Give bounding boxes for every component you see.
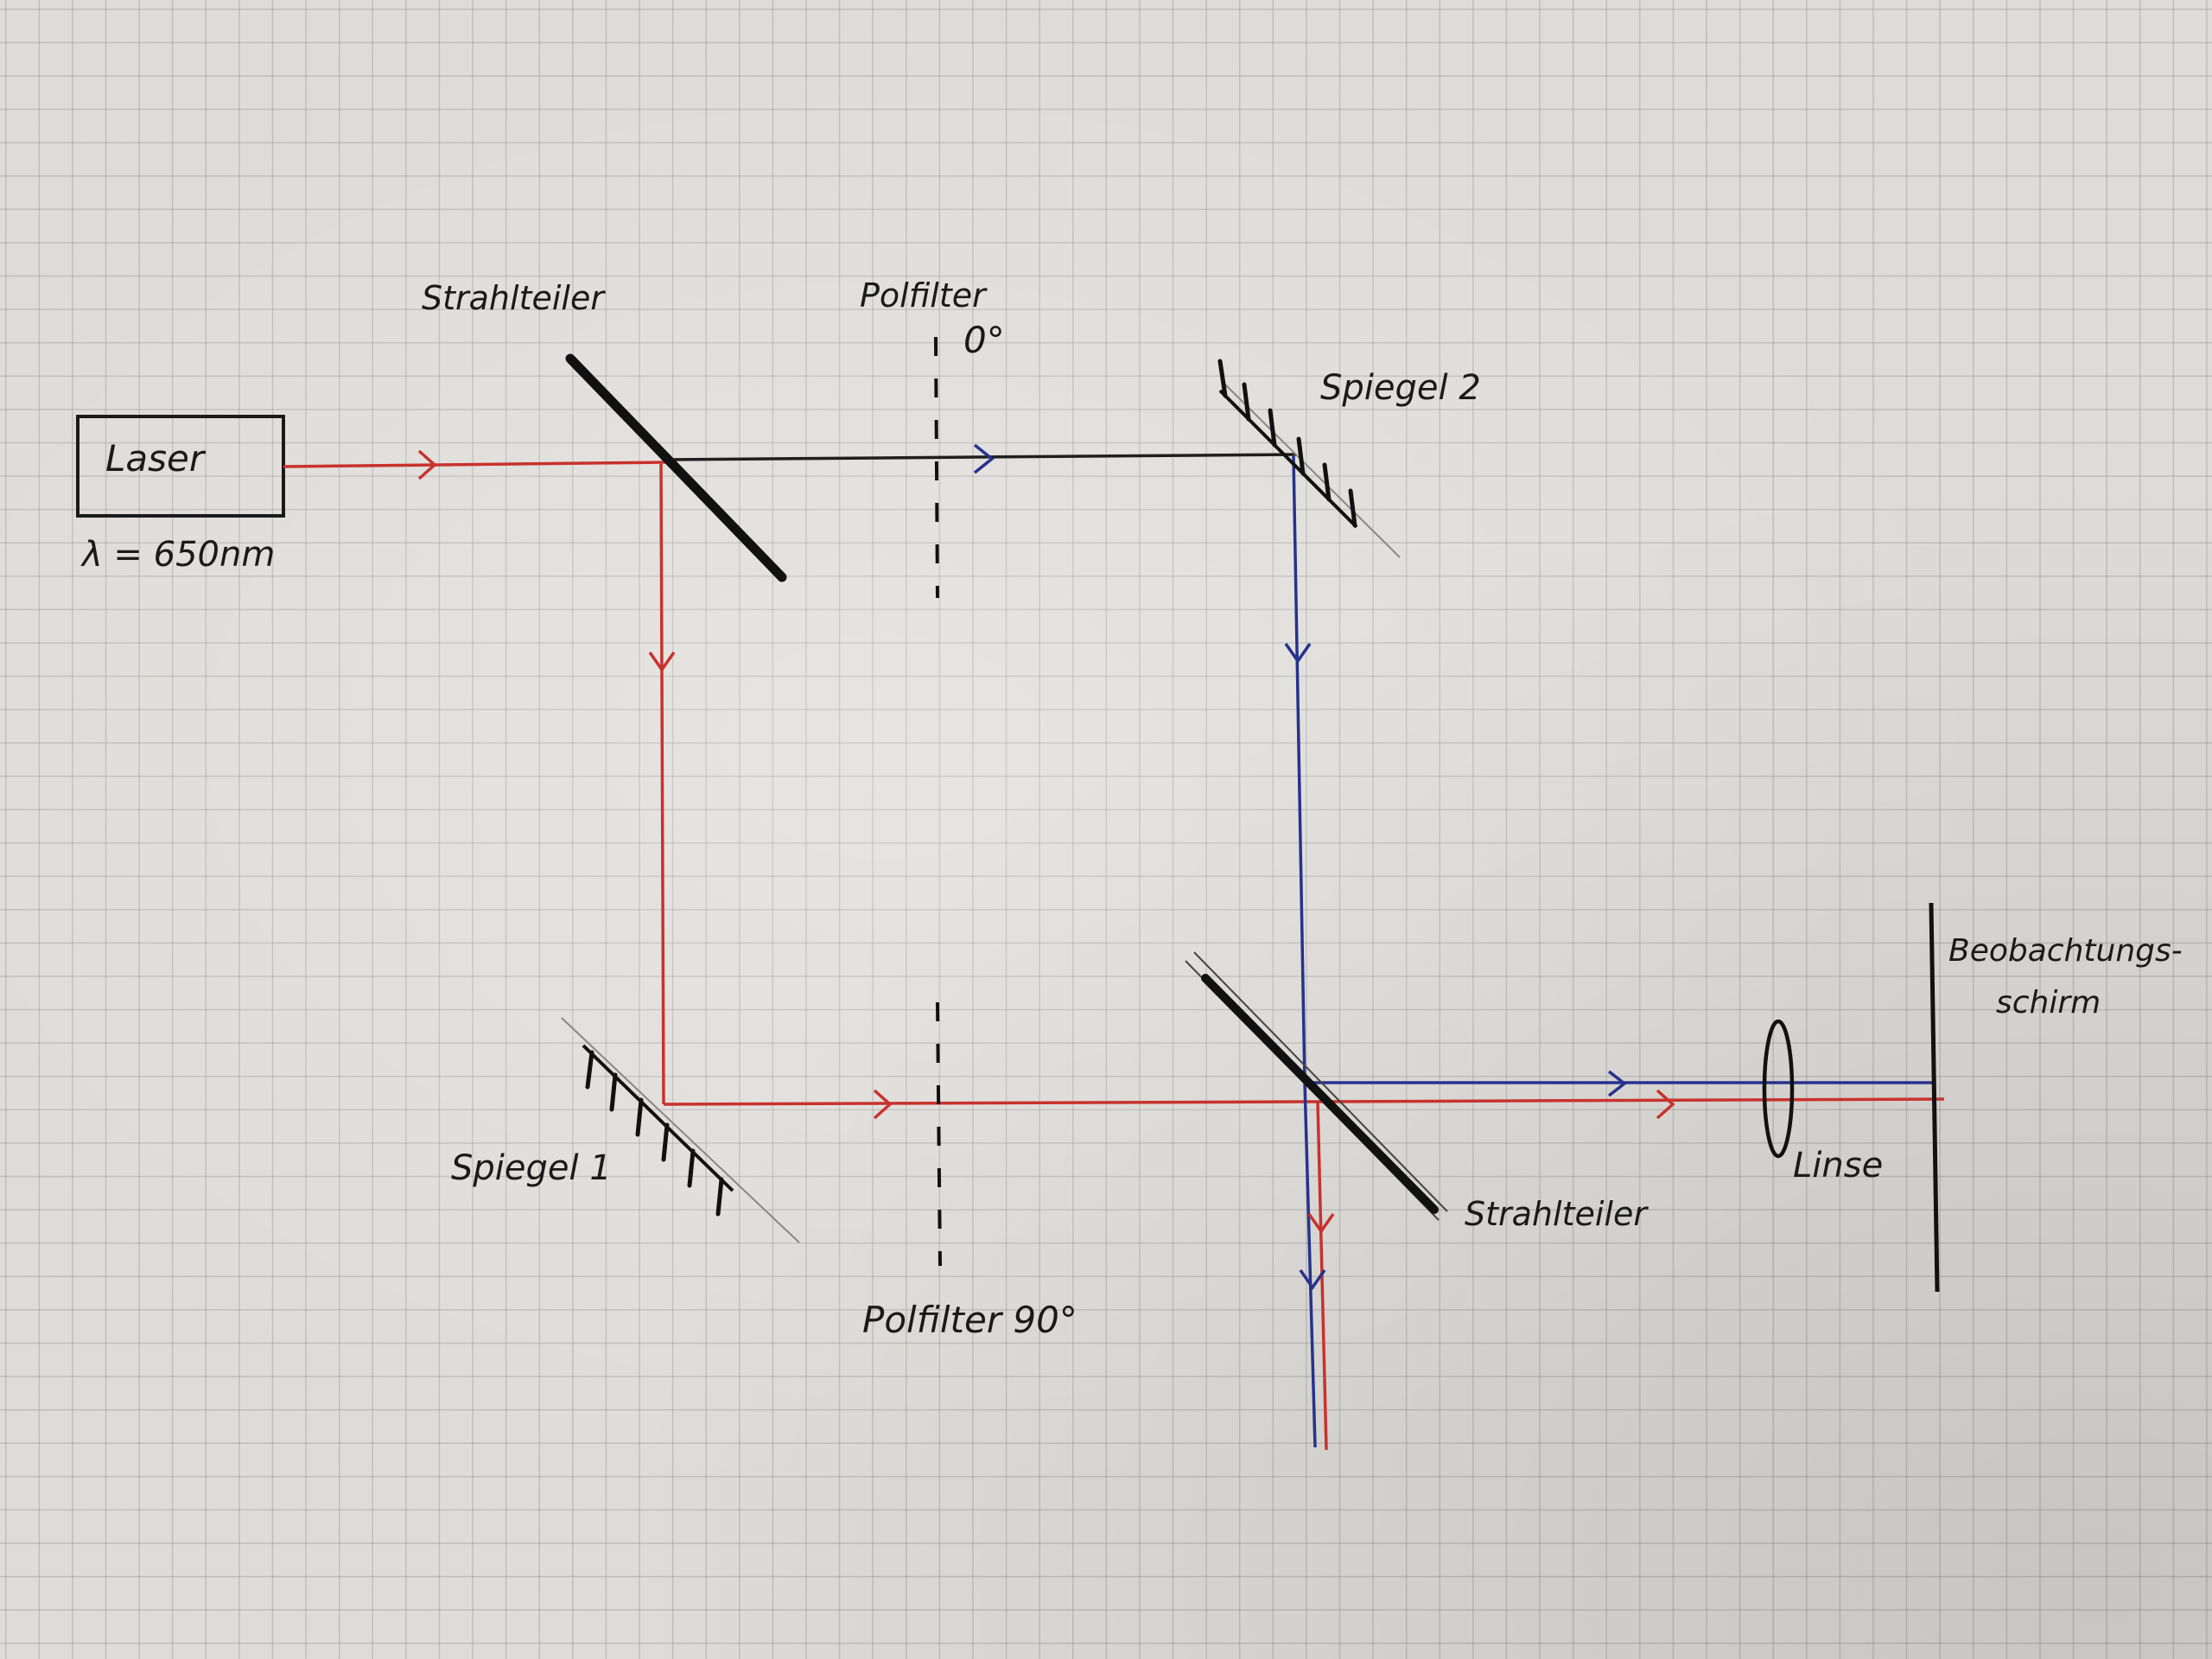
beam-lower-arm [663, 1100, 1310, 1106]
mirror-2-hatching [1217, 359, 1357, 528]
lens [1762, 1019, 1795, 1159]
beam-down-blue [1303, 1082, 1317, 1448]
mirror-2 [1218, 389, 1358, 529]
beam-splitter-2-outline-b [1193, 951, 1448, 1212]
arrow-lower-arm [873, 1089, 893, 1120]
arrow-output-blue [1607, 1070, 1627, 1097]
mirror-1-surface-line [561, 1017, 800, 1243]
polfilter-0-label: Polfilter [860, 276, 988, 315]
mirror-1-hatching [585, 1050, 724, 1217]
arrow-down-blue [1299, 1268, 1326, 1291]
arrow-upper-arm [973, 443, 995, 474]
beam-output-red [1308, 1097, 1945, 1103]
beam-laser-to-splitter [283, 461, 666, 468]
mirror-2-label: Spiegel 2 [1320, 368, 1481, 408]
arrow-left-arm [648, 651, 676, 673]
arrow-right-arm [1284, 642, 1312, 664]
laser-label: Laser [105, 437, 207, 480]
polfilter-0-angle: 0° [963, 319, 1005, 361]
beam-upper-arm [664, 453, 1297, 461]
arrow-output-red [1656, 1089, 1675, 1120]
polfilter-0 [934, 336, 939, 599]
screen-label-line2: schirm [1996, 985, 2101, 1020]
observation-screen [1929, 902, 1940, 1293]
mirror-1-label: Spiegel 1 [451, 1148, 612, 1188]
beam-left-arm [659, 463, 665, 1105]
beam-splitter-1-label: Strahlteiler [422, 279, 606, 317]
screen-label-line1: Beobachtungs- [1948, 933, 2183, 969]
beam-splitter-2 [1201, 974, 1439, 1214]
mirror-2-surface-line [1224, 384, 1401, 558]
arrow-down-red [1307, 1212, 1335, 1235]
wavelength-label: λ = 650nm [80, 535, 275, 575]
beam-splitter-2-label: Strahlteiler [1465, 1195, 1649, 1233]
beam-right-arm [1292, 455, 1306, 1084]
polfilter-90 [936, 1001, 942, 1267]
lens-label: Linse [1793, 1146, 1883, 1185]
mirror-1 [582, 1044, 734, 1192]
beam-splitter-1 [565, 353, 787, 582]
arrow-beam-right [417, 449, 437, 480]
polfilter-90-label: Polfilter 90° [862, 1299, 1077, 1341]
